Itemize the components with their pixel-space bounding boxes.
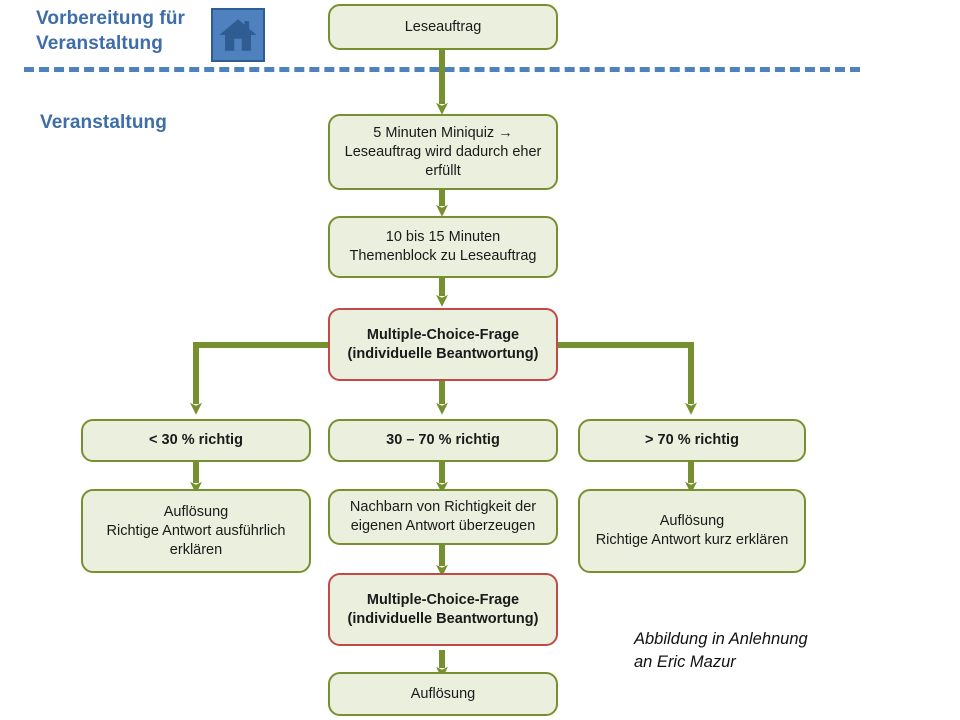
node-leseauftrag[interactable]: Leseauftrag: [328, 4, 558, 50]
node-branch-above-70-percent[interactable]: > 70 % richtig: [578, 419, 806, 462]
node-result-detailed-explanation[interactable]: Auflösung Richtige Antwort ausführlich e…: [81, 489, 311, 573]
node-branch-30-to-70-percent[interactable]: 30 – 70 % richtig: [328, 419, 558, 462]
preparation-section-label: Vorbereitung für Veranstaltung: [36, 8, 186, 54]
node-branch-below-30-percent[interactable]: < 30 % richtig: [81, 419, 311, 462]
node-miniquiz[interactable]: 5 Minuten Miniquiz → Leseauftrag wird da…: [328, 114, 558, 190]
node-multiple-choice-frage-top[interactable]: Multiple-Choice-Frage (individuelle Bean…: [328, 308, 558, 381]
node-themenblock[interactable]: 10 bis 15 Minuten Themenblock zu Leseauf…: [328, 216, 558, 278]
node-aufloesung-final[interactable]: Auflösung: [328, 672, 558, 716]
node-result-convince-neighbours[interactable]: Nachbarn von Richtigkeit der eigenen Ant…: [328, 489, 558, 545]
house-icon: [211, 8, 265, 62]
event-section-label: Veranstaltung: [40, 112, 167, 133]
source-caption: Abbildung in Anlehnung an Eric Mazur: [634, 630, 808, 671]
node-result-short-explanation[interactable]: Auflösung Richtige Antwort kurz erklären: [578, 489, 806, 573]
node-multiple-choice-frage-bottom[interactable]: Multiple-Choice-Frage (individuelle Bean…: [328, 573, 558, 646]
